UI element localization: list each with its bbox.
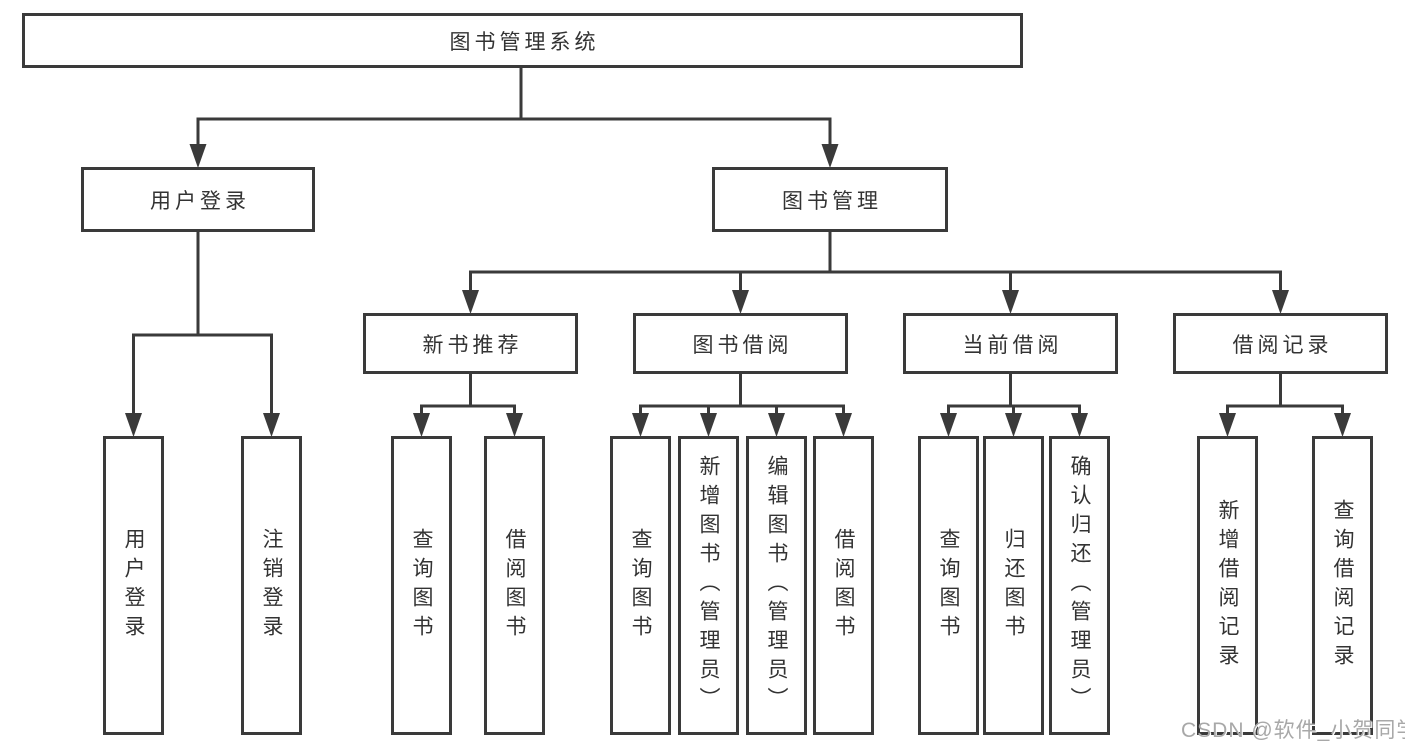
node-label: 归还图书 xyxy=(1002,527,1025,644)
leaf-edit-books-admin: 编辑图书（管理员） xyxy=(746,436,807,735)
leaf-borrow-books: 借阅图书 xyxy=(813,436,874,735)
node-label: 借阅图书 xyxy=(503,527,526,644)
csdn-watermark: CSDN @软件_小贺同学 xyxy=(1181,719,1405,742)
leaf-return-books: 归还图书 xyxy=(983,436,1044,735)
node-label: 编辑图书（管理员） xyxy=(765,455,788,716)
leaf-confirm-return-admin: 确认归还（管理员） xyxy=(1049,436,1110,735)
node-label: 新增借阅记录 xyxy=(1216,498,1239,673)
node-book-borrowing: 图书借阅 xyxy=(633,313,848,374)
node-label: 当前借阅 xyxy=(962,333,1063,357)
node-library-management-system: 图书管理系统 xyxy=(22,13,1023,68)
leaf-user-login: 用户登录 xyxy=(103,436,164,735)
node-label: 借阅记录 xyxy=(1232,333,1333,357)
node-label: 查询图书 xyxy=(629,527,652,644)
node-label: 注销登录 xyxy=(260,527,283,644)
node-label: 借阅图书 xyxy=(832,527,855,644)
node-label: 查询图书 xyxy=(937,527,960,644)
leaf-logout: 注销登录 xyxy=(241,436,302,735)
node-label: 图书管理 xyxy=(782,189,882,213)
leaf-query-books: 查询图书 xyxy=(918,436,979,735)
node-label: 确认归还（管理员） xyxy=(1068,455,1091,716)
leaf-add-books-admin: 新增图书（管理员） xyxy=(678,436,739,735)
leaf-query-borrow-record: 查询借阅记录 xyxy=(1312,436,1373,735)
leaf-query-books: 查询图书 xyxy=(391,436,452,735)
node-label: 查询借阅记录 xyxy=(1331,498,1354,673)
node-label: 查询图书 xyxy=(410,527,433,644)
leaf-query-books: 查询图书 xyxy=(610,436,671,735)
leaf-add-borrow-record: 新增借阅记录 xyxy=(1197,436,1258,735)
leaf-borrow-books: 借阅图书 xyxy=(484,436,545,735)
node-borrowing-records: 借阅记录 xyxy=(1173,313,1388,374)
node-label: 图书管理系统 xyxy=(449,30,600,54)
node-book-management: 图书管理 xyxy=(712,167,948,232)
node-label: 新增图书（管理员） xyxy=(697,455,720,716)
node-label: 用户登录 xyxy=(150,189,250,213)
node-user-login: 用户登录 xyxy=(81,167,315,232)
node-label: 图书借阅 xyxy=(692,333,793,357)
node-current-borrowing: 当前借阅 xyxy=(903,313,1118,374)
node-label: 新书推荐 xyxy=(422,333,523,357)
node-label: 用户登录 xyxy=(122,527,145,644)
node-new-book-recommendation: 新书推荐 xyxy=(363,313,578,374)
